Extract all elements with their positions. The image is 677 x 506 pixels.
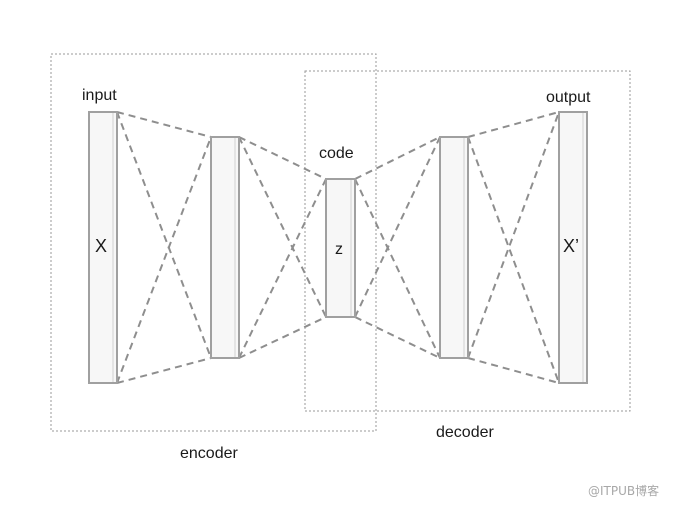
connection-line bbox=[467, 136, 560, 384]
watermark: @ITPUB博客 bbox=[588, 484, 660, 498]
decoder-label: decoder bbox=[436, 424, 494, 441]
connection-line bbox=[116, 111, 212, 138]
connection-line bbox=[467, 111, 560, 359]
connection-line bbox=[238, 136, 327, 180]
connection-line bbox=[354, 136, 441, 180]
connection-line bbox=[116, 357, 212, 384]
connection-line bbox=[238, 316, 327, 359]
connection-line bbox=[238, 136, 327, 318]
output-label: output bbox=[546, 89, 591, 106]
connection-line bbox=[354, 316, 441, 359]
connections bbox=[116, 111, 560, 384]
decoder-box bbox=[304, 70, 631, 412]
decoder-hidden-layer bbox=[439, 136, 469, 359]
code-layer bbox=[325, 178, 356, 318]
connection-line bbox=[116, 136, 212, 384]
x-label: X bbox=[95, 236, 108, 256]
connection-line bbox=[238, 178, 327, 359]
encoder-label: encoder bbox=[180, 445, 238, 462]
input-layer bbox=[88, 111, 118, 384]
connection-line bbox=[467, 357, 560, 384]
connection-line bbox=[354, 136, 441, 318]
encoder-box bbox=[50, 53, 377, 432]
connection-line bbox=[467, 111, 560, 138]
code-label: code bbox=[319, 145, 354, 162]
z-label: z bbox=[335, 241, 343, 258]
connection-line bbox=[354, 178, 441, 359]
encoder-hidden-layer bbox=[210, 136, 240, 359]
output-layer bbox=[558, 111, 588, 384]
layers bbox=[88, 111, 588, 384]
layer-inner-edges bbox=[112, 113, 584, 382]
x-prime-label: X’ bbox=[563, 236, 580, 256]
input-label: input bbox=[82, 87, 117, 104]
connection-line bbox=[116, 111, 212, 359]
